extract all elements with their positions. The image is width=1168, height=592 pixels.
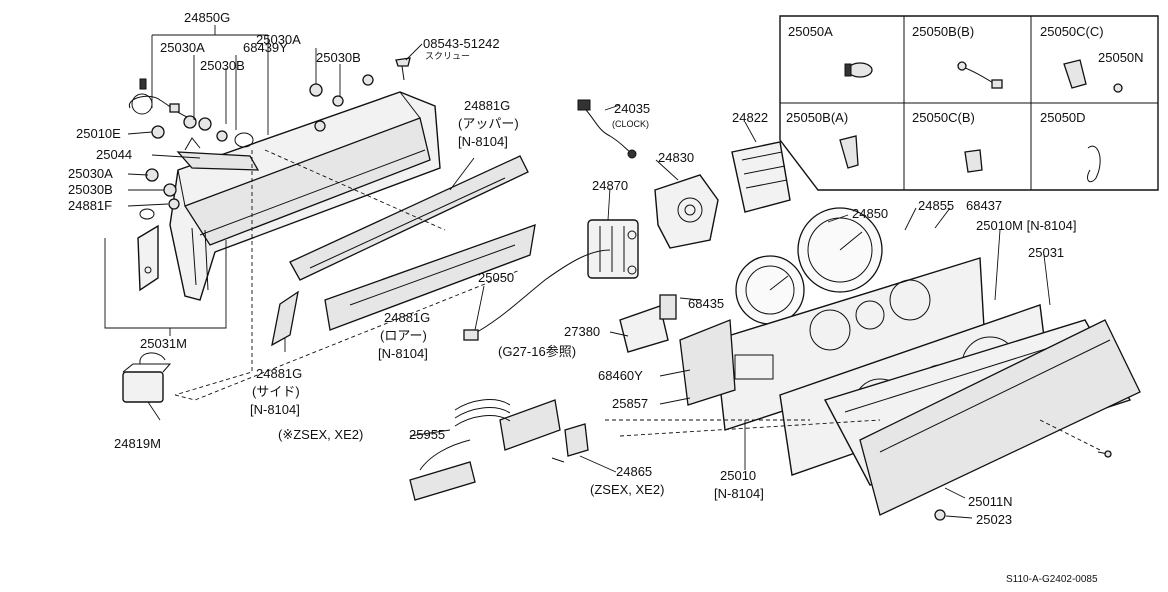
gasket-lower — [324, 224, 536, 331]
label-24870: 24870 — [592, 178, 628, 193]
label-25010E: 25010E — [76, 126, 121, 141]
wire-socket-25050B-B-icon — [957, 61, 1003, 89]
label-25030B-2: 25030B — [316, 50, 361, 65]
label-24881F: 24881F — [68, 198, 112, 213]
assembly-dashed-lines — [174, 149, 1101, 451]
bulb-holder-25050B-A-icon — [839, 135, 859, 169]
label-24881G-side-sub: (サイド) — [252, 384, 300, 399]
label-68437: 68437 — [966, 198, 1002, 213]
clip-25050D-icon — [1087, 145, 1101, 183]
gasket-upper — [289, 155, 529, 281]
gauge-unit-24870 — [587, 219, 639, 279]
connector-25955 — [409, 399, 561, 501]
label-24865-sub: (ZSEX, XE2) — [590, 482, 664, 497]
label-68460Y: 68460Y — [598, 368, 643, 383]
label-24881G-upper: 24881G — [464, 98, 510, 113]
screws-right — [934, 450, 1112, 521]
label-08543-sub: スクリュー — [425, 51, 470, 61]
face-25857 — [679, 319, 736, 406]
sensor-27380 — [619, 294, 677, 353]
meter-24830 — [654, 174, 719, 249]
cable-25050 — [463, 249, 611, 341]
label-25955-note: (※ZSEX, XE2) — [278, 427, 363, 442]
label-24865: 24865 — [616, 464, 652, 479]
label-24881G-side-code: [N-8104] — [250, 402, 300, 417]
inset-label-25050B-A: 25050B(A) — [786, 110, 848, 125]
label-25031M: 25031M — [140, 336, 187, 351]
bracket-25031M — [137, 224, 159, 292]
inset-label-25050D: 25050D — [1040, 110, 1086, 125]
label-24035-sub: (CLOCK) — [612, 119, 649, 129]
label-25030B-3: 25030B — [68, 182, 113, 197]
relay-24819M — [122, 352, 172, 403]
inset-label-25050B-B: 25050B(B) — [912, 24, 974, 39]
bracket-24865 — [551, 423, 589, 463]
label-25857: 25857 — [612, 396, 648, 411]
inset-label-25050N: 25050N — [1098, 50, 1144, 65]
label-25050: 25050 — [478, 270, 514, 285]
tach-24850 — [735, 207, 883, 325]
inset-label-25050C-B: 25050C(B) — [912, 110, 975, 125]
part-labels: 24850G 25030A 68439Y 25030B 25030A 25030… — [68, 10, 1076, 527]
label-25010: 25010 — [720, 468, 756, 483]
label-25030A-2: 25030A — [256, 32, 301, 47]
label-24881G-upper-sub: (アッパー) — [458, 116, 519, 131]
harness-24850G — [128, 78, 191, 119]
leader-lines — [104, 25, 1051, 519]
label-24881G-side: 24881G — [256, 366, 302, 381]
screw-08543 — [395, 57, 411, 81]
label-25011N: 25011N — [968, 494, 1013, 509]
bulb-holder-25050C-B-icon — [964, 149, 983, 173]
label-24881G-lower-sub: (ロアー) — [380, 328, 427, 343]
label-24881G-upper-code: [N-8104] — [458, 134, 508, 149]
label-68439Y: 68439Y — [243, 40, 288, 55]
label-24881G-lower: 24881G — [384, 310, 430, 325]
bulb-sockets-left — [139, 74, 374, 220]
label-25030A-1: 25030A — [160, 40, 205, 55]
label-25031: 25031 — [1028, 245, 1064, 260]
meter-24822 — [731, 141, 791, 213]
label-25955: 25955 — [409, 427, 445, 442]
inset-table — [779, 15, 1159, 191]
label-25023: 25023 — [976, 512, 1012, 527]
label-08543: 08543-51242 — [423, 36, 500, 51]
inset-labels: 25050A 25050B(B) 25050C(C) 25050N 25050B… — [786, 24, 1144, 125]
label-24819M: 24819M — [114, 436, 161, 451]
label-68435: 68435 — [688, 296, 724, 311]
label-24881G-lower-code: [N-8104] — [378, 346, 428, 361]
label-25030A-3: 25030A — [68, 166, 113, 181]
label-24035: 24035 — [614, 101, 650, 116]
clock-harness-24035 — [577, 99, 637, 159]
label-24830: 24830 — [658, 150, 694, 165]
cluster-housing — [169, 91, 441, 301]
label-24855: 24855 — [918, 198, 954, 213]
connector-25044 — [176, 137, 260, 171]
bracket-25050C-C-icon — [1063, 59, 1123, 93]
label-24850: 24850 — [852, 206, 888, 221]
label-25010M: 25010M [N-8104] — [976, 218, 1076, 233]
doc-code: S110-A-G2402-0085 — [1006, 574, 1098, 585]
glass-25011N — [859, 319, 1141, 516]
label-25044: 25044 — [96, 147, 132, 162]
label-25030B-1: 25030B — [200, 58, 245, 73]
label-24850G: 24850G — [184, 10, 230, 25]
gasket-side — [271, 290, 299, 347]
label-25010-code: [N-8104] — [714, 486, 764, 501]
inset-label-25050C-C: 25050C(C) — [1040, 24, 1104, 39]
bulb-socket-25050A-icon — [844, 62, 873, 78]
label-27380-sub: (G27-16参照) — [498, 344, 576, 359]
inset-label-25050A: 25050A — [788, 24, 833, 39]
label-24822: 24822 — [732, 110, 768, 125]
label-27380: 27380 — [564, 324, 600, 339]
